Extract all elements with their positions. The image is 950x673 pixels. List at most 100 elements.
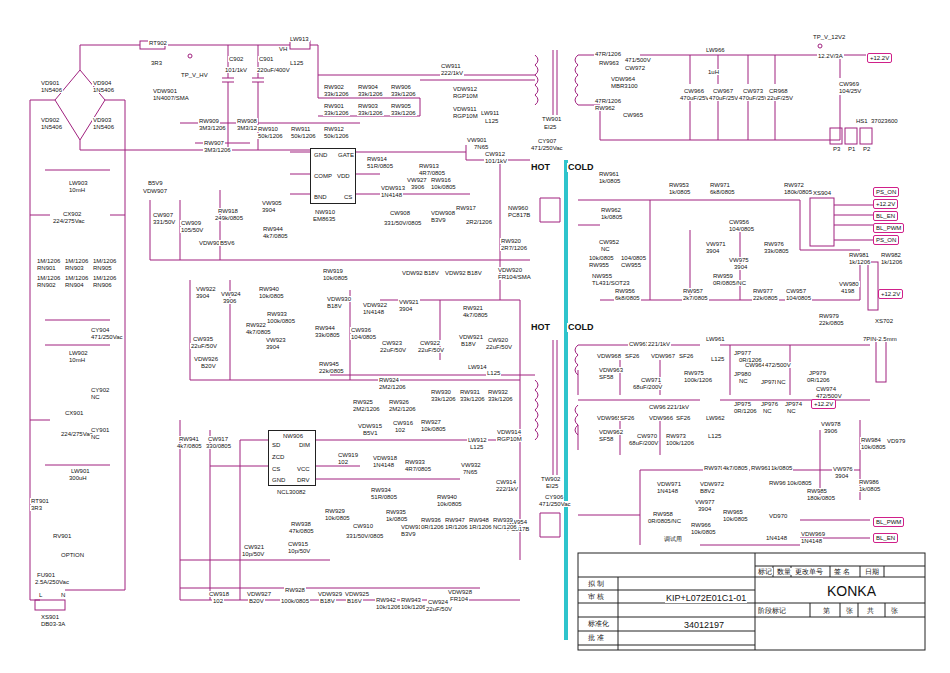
- schematic-label: COLD: [567, 163, 595, 172]
- schematic-label: 1k/1206: [848, 259, 871, 265]
- net-name: PS_ON: [876, 189, 896, 195]
- schematic-label: RW934: [370, 487, 392, 493]
- schematic-label: B5V1: [362, 430, 379, 436]
- schematic-label: 0R/1206: [733, 408, 758, 414]
- schematic-label: B8V2: [699, 488, 716, 494]
- schematic-label: L125: [289, 60, 304, 66]
- schematic-label: 100k/1206: [683, 377, 713, 383]
- schematic-label: 105/50V: [180, 227, 204, 233]
- schematic-label: 3M3/1206: [203, 147, 232, 153]
- schematic-label: 调试用: [663, 536, 683, 542]
- net-name: BL_EN: [876, 535, 895, 541]
- schematic-label: RW944: [314, 325, 336, 331]
- schematic-label: 224/275Vac: [60, 431, 94, 437]
- schematic-label: 签 名: [833, 568, 851, 575]
- schematic-label: 10mH: [68, 187, 86, 193]
- schematic-label: LW912: [467, 437, 488, 443]
- schematic-label: 10k/0805: [860, 444, 887, 450]
- schematic-label: RW943: [400, 597, 422, 603]
- schematic-label: VDW914: [496, 429, 522, 435]
- schematic-label: 10k/1206: [400, 604, 427, 610]
- schematic-label: LW914: [467, 364, 488, 370]
- schematic-label: LW902: [68, 350, 89, 356]
- schematic-label: JP979: [808, 370, 827, 376]
- schematic-label: 3M3/1206: [198, 125, 227, 131]
- schematic-label: B18V: [423, 270, 440, 276]
- schematic-label: 3906: [222, 298, 237, 304]
- schematic-label: 33k/1206: [323, 110, 350, 116]
- schematic-label: RN904: [64, 282, 85, 288]
- schematic-label: 100k/1206: [665, 440, 695, 446]
- schematic-label: 拟 制: [587, 580, 605, 587]
- schematic-label: CR968: [768, 88, 789, 94]
- schematic-label: L125: [710, 356, 725, 362]
- schematic-label: RW945: [318, 361, 340, 367]
- schematic-label: VW921: [398, 299, 420, 305]
- schematic-label: RN903: [64, 265, 85, 271]
- schematic-label: XS901: [40, 614, 60, 620]
- schematic-label: LW901: [70, 468, 91, 474]
- schematic-label: VDW921: [458, 334, 484, 340]
- schematic-label: 22uF/50V: [485, 344, 513, 350]
- schematic-label: B18V: [319, 598, 336, 604]
- schematic-label: 300uH: [68, 475, 88, 481]
- schematic-label: 1N5406: [92, 124, 115, 130]
- schematic-label: 33k/0805: [763, 248, 790, 254]
- schematic-label: 1R/1206: [468, 524, 493, 530]
- schematic-label: 4k7/0805: [176, 443, 203, 449]
- schematic-label: RW948: [468, 517, 490, 523]
- schematic-label: 1k/0805: [598, 178, 621, 184]
- schematic-label: 0R/0805/NC: [712, 280, 747, 286]
- pin-name: EM8635: [313, 216, 335, 222]
- schematic-label: RW909: [198, 118, 220, 124]
- schematic-label: VDW922: [362, 302, 388, 308]
- schematic-label: RW975: [683, 370, 705, 376]
- schematic-label: 4198: [840, 288, 855, 294]
- schematic-label: CX902: [62, 211, 82, 217]
- schematic-label: 1N4148: [765, 535, 788, 541]
- schematic-label: CW966: [683, 88, 705, 94]
- schematic-label: SF26: [624, 353, 640, 359]
- schematic-label: 50k/1206: [290, 133, 317, 139]
- schematic-label: VD902: [40, 117, 60, 123]
- schematic-label: VDW962: [598, 429, 624, 435]
- schematic-label: RW920: [500, 238, 522, 244]
- pin-name: VCC: [297, 466, 310, 472]
- schematic-label: 1M/1206: [64, 275, 89, 281]
- schematic-label: 22uF/50V: [425, 606, 453, 612]
- schematic-label: 10k/0805: [420, 426, 447, 432]
- schematic-label: 10k/1206: [375, 604, 402, 610]
- schematic-label: RN905: [92, 265, 113, 271]
- schematic-label: 100k/0805: [280, 598, 310, 604]
- schematic-label: CW922: [419, 340, 441, 346]
- schematic-label: RW953: [668, 182, 690, 188]
- schematic-label: 4k7/0805: [245, 329, 272, 335]
- schematic-label: 7PIN-2.5mm: [862, 336, 898, 342]
- schematic-label: RW972: [783, 182, 805, 188]
- schematic-label: 4R7/0805: [418, 170, 446, 176]
- schematic-label: RW918: [217, 208, 239, 214]
- schematic-label: VW971: [705, 241, 727, 247]
- ic-package: NW906SDZCDCSGNDDIMVCCDRVNCL30082: [268, 430, 316, 486]
- schematic-label: 3906: [823, 428, 838, 434]
- schematic-label: CW971: [640, 377, 662, 383]
- schematic-label: RGP10M: [452, 93, 479, 99]
- schematic-label: 33k/1206: [487, 396, 514, 402]
- schematic-label: VW924: [220, 291, 242, 297]
- pin-name: CS: [344, 194, 352, 200]
- schematic-label: NC: [600, 246, 611, 252]
- schematic-label: L125: [707, 433, 722, 439]
- schematic-label: 22uF/50V: [190, 343, 218, 349]
- schematic-label: CW936: [350, 327, 372, 333]
- schematic-label: TP_V_12V2: [812, 34, 846, 40]
- schematic-label: RW941: [178, 436, 200, 442]
- schematic-label: VDW963: [598, 367, 624, 373]
- schematic-label: CW973: [742, 88, 764, 94]
- schematic-label: 1k/0805: [385, 516, 408, 522]
- schematic-label: 33k/1206: [390, 110, 417, 116]
- schematic-label: RW933: [404, 459, 426, 465]
- schematic-label: RW932: [487, 389, 509, 395]
- pin-name: GND: [272, 477, 285, 483]
- schematic-label: 7N65: [473, 144, 489, 150]
